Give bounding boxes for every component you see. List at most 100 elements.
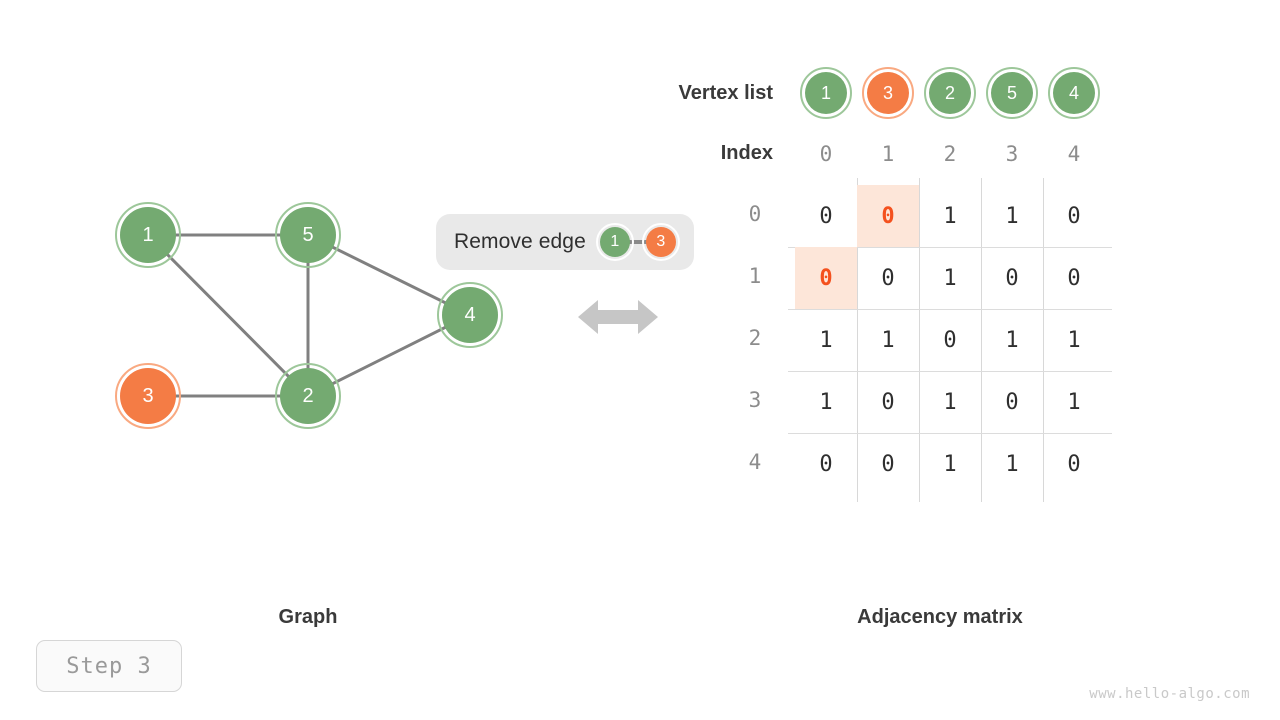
matrix-cell-4-3: 1 bbox=[981, 433, 1043, 495]
matrix-cell-value: 0 bbox=[881, 451, 895, 477]
matrix-cell-4-1: 0 bbox=[857, 433, 919, 495]
matrix-cell-value: 0 bbox=[819, 203, 833, 229]
matrix-cell-value: 1 bbox=[943, 265, 957, 291]
matrix-cell-value: 1 bbox=[1005, 327, 1019, 353]
matrix-cell-3-3: 0 bbox=[981, 371, 1043, 433]
matrix-cell-1-3: 0 bbox=[981, 247, 1043, 309]
column-index-3: 3 bbox=[1005, 142, 1019, 166]
vertex-list-item-label: 3 bbox=[882, 82, 893, 103]
node-ring bbox=[275, 363, 341, 429]
matrix-cell-value: 0 bbox=[819, 451, 833, 477]
column-index-2: 2 bbox=[943, 142, 957, 166]
matrix-cell-value: 1 bbox=[943, 389, 957, 415]
matrix-cell-4-4: 0 bbox=[1043, 433, 1105, 495]
watermark: www.hello-algo.com bbox=[1089, 686, 1250, 702]
graph-node-label: 4 bbox=[464, 303, 476, 326]
row-index-4: 4 bbox=[748, 450, 762, 474]
graph-node-label: 2 bbox=[302, 384, 314, 407]
matrix-cell-value: 0 bbox=[1005, 389, 1019, 415]
vertex-list-item-label: 5 bbox=[1006, 82, 1017, 103]
node-ring bbox=[595, 223, 634, 261]
matrix-cell-value: 1 bbox=[1005, 203, 1019, 229]
matrix-cell-0-1: 0 bbox=[857, 185, 919, 247]
grid-line-vertical bbox=[857, 178, 858, 502]
operation-edge-line bbox=[626, 240, 649, 244]
grid-line-horizontal bbox=[788, 371, 1112, 372]
matrix-cell-0-3: 1 bbox=[981, 185, 1043, 247]
node-ring bbox=[986, 67, 1038, 119]
row-index-0: 0 bbox=[748, 202, 762, 226]
bidirectional-arrow-icon bbox=[578, 300, 658, 334]
matrix-cell-1-1: 0 bbox=[857, 247, 919, 309]
node-ring bbox=[800, 67, 852, 119]
grid-line-vertical bbox=[919, 178, 920, 502]
graph-node-2: 2 bbox=[275, 363, 341, 429]
vertex-list-item-1: 1 bbox=[800, 67, 852, 119]
graph-node-3: 3 bbox=[115, 363, 181, 429]
matrix-cell-value: 1 bbox=[881, 327, 895, 353]
matrix-cell-value: 0 bbox=[943, 327, 957, 353]
operation-to-node: 3 bbox=[641, 223, 680, 261]
graph-edge bbox=[146, 233, 310, 398]
row-index-3: 3 bbox=[748, 388, 762, 412]
matrix-cell-4-2: 1 bbox=[919, 433, 981, 495]
column-index-1: 1 bbox=[881, 142, 895, 166]
vertex-list-item-5: 5 bbox=[986, 67, 1038, 119]
matrix-cell-value: 1 bbox=[1005, 451, 1019, 477]
node-ring bbox=[275, 202, 341, 268]
row-index-1: 1 bbox=[748, 264, 762, 288]
vertex-list-item-4: 4 bbox=[1048, 67, 1100, 119]
matrix-caption: Adjacency matrix bbox=[857, 606, 1023, 628]
node-ring bbox=[115, 363, 181, 429]
matrix-cell-0-4: 0 bbox=[1043, 185, 1105, 247]
matrix-cell-value: 1 bbox=[819, 389, 833, 415]
column-index-4: 4 bbox=[1067, 142, 1081, 166]
matrix-cell-3-4: 1 bbox=[1043, 371, 1105, 433]
matrix-cell-1-2: 1 bbox=[919, 247, 981, 309]
matrix-cell-value: 0 bbox=[881, 389, 895, 415]
step-label: Step 3 bbox=[66, 653, 152, 679]
grid-line-horizontal bbox=[788, 309, 1112, 310]
matrix-cell-value: 1 bbox=[1067, 327, 1081, 353]
matrix-cell-2-2: 0 bbox=[919, 309, 981, 371]
matrix-cell-3-0: 1 bbox=[795, 371, 857, 433]
column-index-0: 0 bbox=[819, 142, 833, 166]
operation-edge-preview: 1 3 bbox=[595, 223, 680, 261]
graph-node-label: 5 bbox=[302, 223, 314, 246]
node-ring bbox=[924, 67, 976, 119]
graph-node-label: 1 bbox=[142, 223, 154, 246]
vertex-list-label: Vertex list bbox=[678, 82, 773, 104]
matrix-cell-0-2: 1 bbox=[919, 185, 981, 247]
matrix-cell-value: 0 bbox=[819, 265, 833, 291]
matrix-cell-1-0: 0 bbox=[795, 247, 857, 309]
matrix-cell-0-0: 0 bbox=[795, 185, 857, 247]
vertex-list-item-3: 3 bbox=[862, 67, 914, 119]
vertex-list-item-2: 2 bbox=[924, 67, 976, 119]
matrix-cell-value: 0 bbox=[881, 203, 895, 229]
graph-node-1: 1 bbox=[115, 202, 181, 268]
matrix-cell-2-1: 1 bbox=[857, 309, 919, 371]
matrix-cell-2-4: 1 bbox=[1043, 309, 1105, 371]
matrix-cell-2-3: 1 bbox=[981, 309, 1043, 371]
graph-node-4: 4 bbox=[437, 282, 503, 348]
matrix-cell-value: 1 bbox=[943, 451, 957, 477]
matrix-cell-value: 1 bbox=[819, 327, 833, 353]
graph-caption: Graph bbox=[278, 606, 338, 628]
vertex-list-item-label: 4 bbox=[1068, 82, 1079, 103]
operation-pill: Remove edge 1 3 bbox=[436, 214, 694, 270]
graph-node-5: 5 bbox=[275, 202, 341, 268]
matrix-cell-1-4: 0 bbox=[1043, 247, 1105, 309]
node-ring bbox=[641, 223, 680, 261]
grid-line-vertical bbox=[1043, 178, 1044, 502]
grid-line-horizontal bbox=[788, 247, 1112, 248]
matrix-cell-4-0: 0 bbox=[795, 433, 857, 495]
node-ring bbox=[437, 282, 503, 348]
node-ring bbox=[862, 67, 914, 119]
operation-label: Remove edge bbox=[454, 230, 586, 253]
node-ring bbox=[1048, 67, 1100, 119]
matrix-cell-value: 1 bbox=[1067, 389, 1081, 415]
matrix-cell-value: 0 bbox=[1005, 265, 1019, 291]
matrix-cell-value: 0 bbox=[1067, 451, 1081, 477]
